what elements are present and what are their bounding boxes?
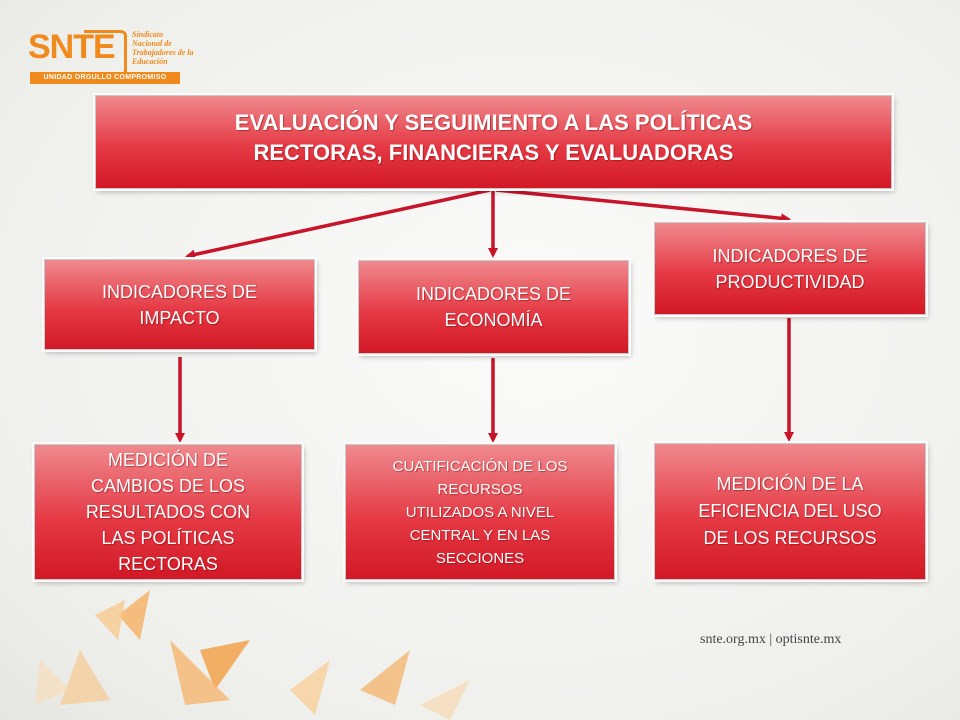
box-line: RECTORAS (118, 554, 218, 574)
box-line: CENTRAL Y EN LAS (409, 526, 551, 544)
arrow-to-impacto (185, 188, 491, 260)
box-line: MEDICIÓN DE (107, 450, 228, 470)
title-line: RECTORAS, FINANCIERAS Y EVALUADORAS (253, 140, 734, 165)
box-line: INDICADORES DE (712, 245, 868, 266)
box-line: LAS POLÍTICAS (101, 528, 235, 548)
logo-motto: UNIDAD ORGULLO COMPROMISO (30, 72, 180, 84)
box-line: EFICIENCIA DEL USO (698, 501, 882, 521)
box-line: CAMBIOS DE LOS (90, 476, 246, 496)
box-line: RESULTADOS CON (85, 502, 251, 522)
indicator-productividad-box: INDICADORES DE PRODUCTIVIDAD (654, 222, 926, 315)
box-line: CUATIFICACIÓN DE LOS (392, 457, 568, 475)
snte-logo: SNTE Sindicato Nacional de Trabajadores … (22, 22, 202, 92)
box-line: PRODUCTIVIDAD (715, 271, 865, 292)
box-line: UTILIZADOS A NIVEL (405, 503, 555, 521)
box-line: RECURSOS (437, 480, 523, 498)
logo-subtitle-line: Trabajadores de la (132, 48, 194, 57)
arrow-to-productividad (495, 188, 791, 224)
box-line: INDICADORES DE (415, 284, 572, 304)
box-line: INDICADORES DE (101, 281, 258, 302)
result-cambios-box: MEDICIÓN DE CAMBIOS DE LOS RESULTADOS CO… (34, 444, 302, 580)
logo-subtitle: Sindicato Nacional de Trabajadores de la… (132, 30, 204, 66)
main-title-box: EVALUACIÓN Y SEGUIMIENTO A LAS POLÍTICAS… (95, 95, 892, 189)
logo-wordmark: SNTE (28, 28, 116, 66)
footer-url: snte.org.mx | optisnte.mx (700, 632, 842, 647)
logo-subtitle-line: Nacional de (132, 39, 172, 48)
indicator-economia-box: INDICADORES DE ECONOMÍA (358, 260, 629, 354)
result-eficiencia-box: MEDICIÓN DE LA EFICIENCIA DEL USO DE LOS… (654, 443, 926, 580)
box-line: ECONOMÍA (444, 310, 543, 330)
logo-subtitle-line: Sindicato (132, 30, 164, 39)
box-line: MEDICIÓN DE LA (716, 474, 864, 494)
box-line: SECCIONES (435, 549, 525, 567)
title-line: EVALUACIÓN Y SEGUIMIENTO A LAS POLÍTICAS (234, 110, 753, 135)
logo-subtitle-line: Educación (132, 57, 168, 66)
indicator-impacto-box: INDICADORES DE IMPACTO (44, 259, 315, 350)
box-line: IMPACTO (139, 307, 220, 328)
result-cuantificacion-box: CUATIFICACIÓN DE LOS RECURSOS UTILIZADOS… (345, 444, 615, 580)
box-line: DE LOS RECURSOS (703, 528, 877, 548)
